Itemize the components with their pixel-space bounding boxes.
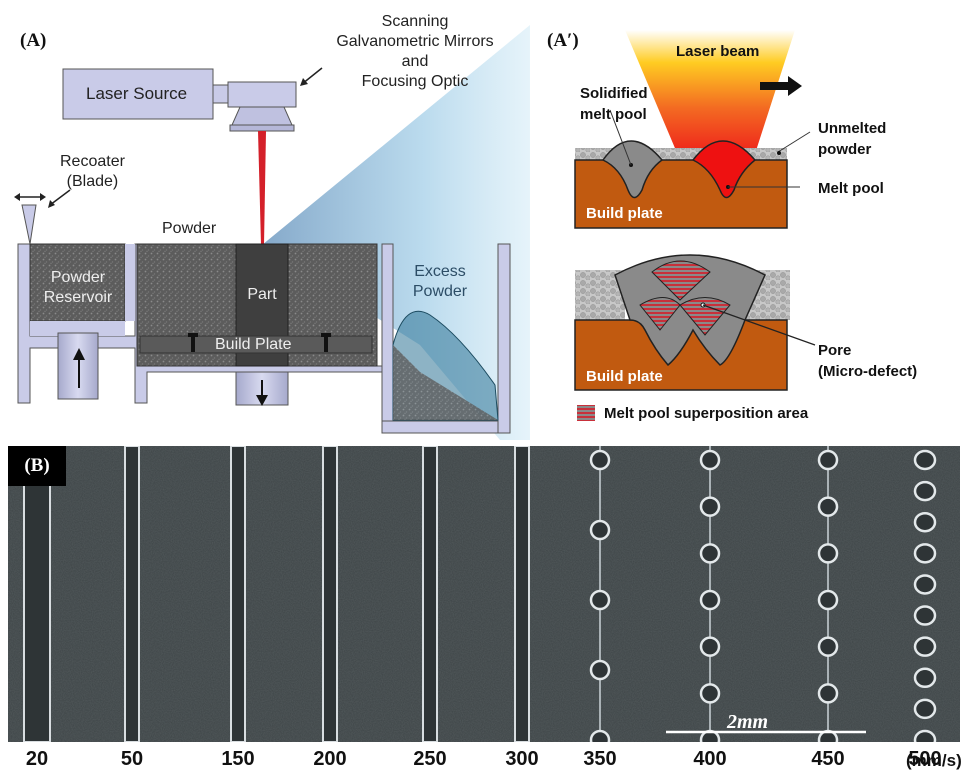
solidified-line-2: melt pool bbox=[580, 106, 647, 123]
panel-a-label: (A) bbox=[20, 30, 47, 51]
speed-label-150: 150 bbox=[221, 748, 255, 770]
scanning-line-4: Focusing Optic bbox=[361, 73, 469, 90]
reservoir-line-1: Powder bbox=[50, 269, 106, 286]
panel-a-diagram bbox=[14, 25, 530, 440]
scanning-line-3: and bbox=[401, 53, 429, 70]
laser-track-400 bbox=[699, 446, 721, 742]
recoater-line-1: Recoater bbox=[60, 153, 125, 170]
recoater-line-2: (Blade) bbox=[66, 173, 119, 190]
solidified-melt-pool-label: Solidified melt pool bbox=[580, 83, 648, 125]
scanning-optics-label: Scanning Galvanometric Mirrors and Focus… bbox=[325, 12, 505, 92]
melt-pool-label: Melt pool bbox=[818, 180, 884, 197]
laser-beam-cone bbox=[625, 30, 795, 160]
speed-label-350: 350 bbox=[583, 748, 617, 770]
speed-label-20: 20 bbox=[25, 748, 49, 770]
speed-label-500: 500 bbox=[908, 748, 942, 770]
laser-track-150 bbox=[230, 446, 246, 742]
top-build-plate bbox=[574, 159, 788, 229]
speed-label-200: 200 bbox=[313, 748, 347, 770]
pore-line-1: Pore bbox=[818, 342, 852, 359]
speed-label-400: 400 bbox=[693, 748, 727, 770]
superposition-area-top bbox=[651, 260, 711, 301]
laser-track-300 bbox=[514, 446, 530, 742]
laser-track-350 bbox=[589, 446, 611, 742]
panel-a-prime-label: (A′) bbox=[547, 30, 579, 51]
solidified-melt-pool bbox=[601, 140, 664, 199]
speed-label-300: 300 bbox=[505, 748, 539, 770]
solidified-line-1: Solidified bbox=[580, 85, 648, 102]
powder-label: Powder bbox=[162, 220, 217, 237]
scale-bar-label: 2mm bbox=[727, 711, 769, 733]
speed-label-50: 50 bbox=[120, 748, 144, 770]
laser-track-250 bbox=[422, 446, 438, 742]
build-plate bbox=[139, 335, 373, 354]
powder-reservoir bbox=[29, 243, 126, 322]
excess-line-2: Powder bbox=[412, 283, 468, 300]
zoom-projection-cone bbox=[262, 25, 530, 440]
speed-unit-label: (mm/s) bbox=[906, 751, 962, 770]
powder-reservoir-label: Powder Reservoir bbox=[32, 268, 124, 308]
laser-track-200 bbox=[322, 446, 338, 742]
legend-swatch bbox=[577, 405, 595, 421]
legend-label: Melt pool superposition area bbox=[604, 405, 809, 422]
scanning-line-2: Galvanometric Mirrors bbox=[336, 33, 494, 50]
scanner-head bbox=[227, 81, 297, 108]
laser-track-450 bbox=[817, 446, 839, 742]
superposition-area-mid-right bbox=[679, 297, 731, 336]
panel-a-prime-diagram bbox=[574, 30, 816, 421]
laser-track-20 bbox=[23, 446, 51, 742]
speed-label-250: 250 bbox=[413, 748, 447, 770]
pore-label: Pore (Micro-defect) bbox=[818, 340, 917, 382]
build-plate-bottom-label: Build plate bbox=[586, 368, 663, 385]
recoater-blade bbox=[21, 204, 37, 245]
excess-line-1: Excess bbox=[414, 263, 466, 280]
unmelted-powder-label: Unmelted powder bbox=[818, 118, 886, 160]
active-melt-pool bbox=[691, 140, 757, 199]
sem-micrograph bbox=[8, 446, 960, 742]
laser-track-50 bbox=[124, 446, 140, 742]
laser-beam-label: Laser beam bbox=[676, 43, 760, 60]
unmelted-line-2: powder bbox=[818, 141, 872, 158]
part-label: Part bbox=[247, 286, 277, 303]
build-plate-label: Build Plate bbox=[215, 336, 292, 353]
laser-source-label: Laser Source bbox=[86, 84, 188, 103]
excess-powder-label: Excess Powder bbox=[400, 262, 480, 302]
reservoir-line-2: Reservoir bbox=[43, 289, 113, 306]
panel-b-label: (B) bbox=[8, 446, 66, 486]
scanning-line-1: Scanning bbox=[381, 13, 449, 30]
laser-beam-line bbox=[258, 131, 266, 245]
unmelted-line-1: Unmelted bbox=[818, 120, 887, 137]
recoater-label: Recoater (Blade) bbox=[60, 152, 125, 192]
build-plate-top-label: Build plate bbox=[586, 205, 663, 222]
laser-track-500 bbox=[913, 449, 937, 742]
pore-line-2: (Micro-defect) bbox=[818, 363, 918, 380]
scan-direction-arrow bbox=[760, 76, 802, 96]
speed-label-450: 450 bbox=[811, 748, 845, 770]
